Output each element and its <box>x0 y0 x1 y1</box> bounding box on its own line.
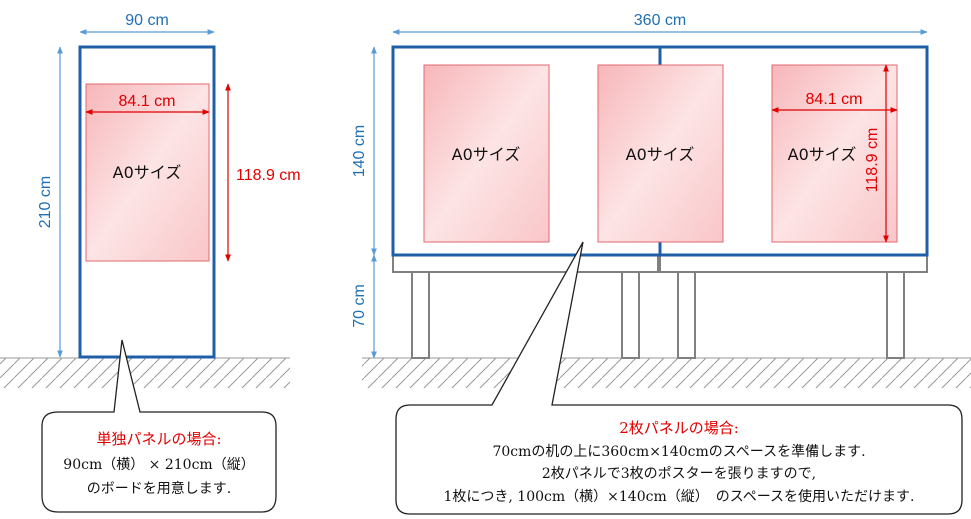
callout-single-bubble <box>41 339 277 513</box>
double-panel-height-label: 140 cm <box>351 125 368 177</box>
callout-single: 単独パネルの場合: 90cm（横） × 210cm（縦） のボードを用意します. <box>41 339 277 513</box>
double-poster-1-label: A0サイズ <box>452 145 521 164</box>
callout-single-line1: 90cm（横） × 210cm（縦） <box>63 457 254 473</box>
callout-double-bubble <box>395 241 963 515</box>
single-poster-height-label: 118.9 cm <box>236 167 301 184</box>
double-poster-3-label: A0サイズ <box>788 145 857 164</box>
desk-top-left <box>392 254 659 273</box>
single-poster-label: A0サイズ <box>113 163 182 182</box>
callout-double-line1: 70cmの机の上に360cm×140cmのスペースを準備します. <box>492 444 865 460</box>
double-poster-height-label: 118.9 cm <box>864 128 881 193</box>
double-panel-group: A0サイズ A0サイズ A0サイズ 360 cm 140 cm 70 cm 84… <box>351 12 929 359</box>
single-width-label: 90 cm <box>125 12 169 29</box>
callout-single-line2: のボードを用意します. <box>87 480 231 497</box>
double-poster-3 <box>771 64 898 243</box>
double-poster-width-label: 84.1 cm <box>806 91 863 108</box>
desk-height-label: 70 cm <box>351 284 368 328</box>
double-width-label: 360 cm <box>634 12 686 29</box>
desk-leg <box>411 271 430 359</box>
ground <box>0 357 971 388</box>
double-poster-2-label: A0サイズ <box>626 145 695 164</box>
single-poster-width-label: 84.1 cm <box>119 93 176 110</box>
double-poster-1 <box>423 64 550 243</box>
double-poster-2 <box>597 64 724 243</box>
desk-leg <box>677 271 696 359</box>
desk-leg <box>621 271 640 359</box>
desk-top-right <box>659 254 928 273</box>
single-panel-group: 90 cm 210 cm 84.1 cm 118.9 cm A0サイズ <box>37 12 301 359</box>
callout-double-title: 2枚パネルの場合: <box>619 419 739 437</box>
single-height-label: 210 cm <box>37 176 54 228</box>
callout-double-line2: 2枚パネルで3枚のポスターを張りますので, <box>542 466 816 482</box>
callout-double-line3: 1枚につき, 100cm（横）×140cm（縦） のスペースを使用いただけます. <box>444 488 915 505</box>
desk-leg <box>886 271 905 359</box>
callout-double: 2枚パネルの場合: 70cmの机の上に360cm×140cmのスペースを準備しま… <box>395 241 963 515</box>
callout-single-title: 単独パネルの場合: <box>96 430 221 448</box>
